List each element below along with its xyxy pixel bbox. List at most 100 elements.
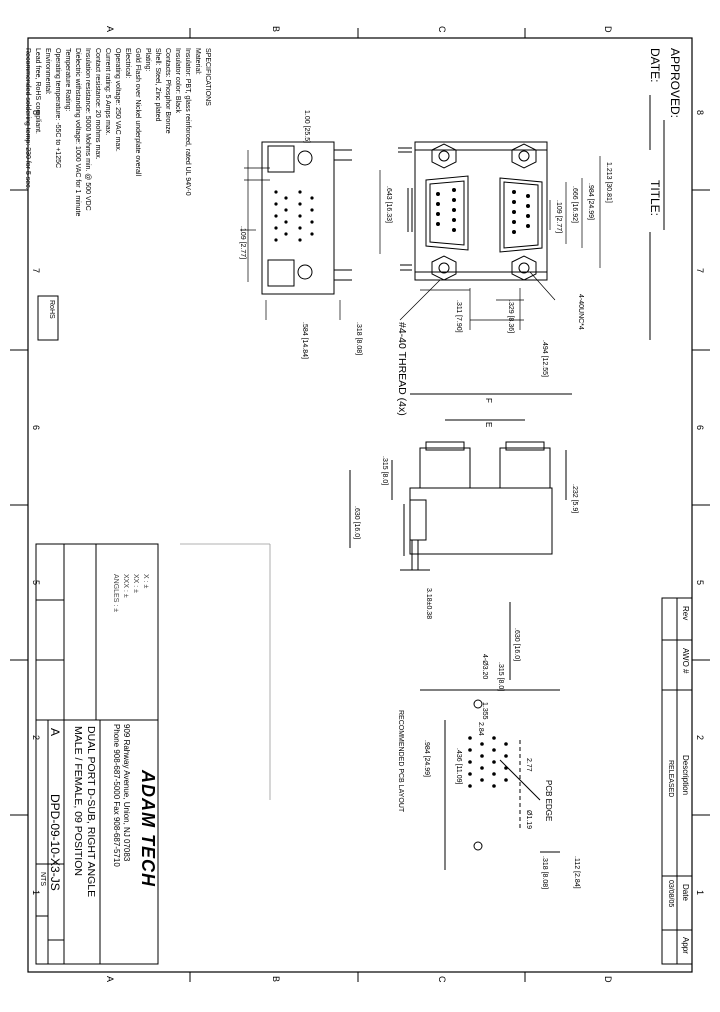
spec-line: Operating voltage: 250 VAC max. — [114, 48, 121, 152]
board-locks — [398, 147, 413, 271]
title-line-2: MALE / FEMALE, 09 POSITION — [72, 726, 84, 876]
zone-c-bottom: C — [437, 976, 447, 983]
spec-heading: SPECIFICATIONS — [204, 48, 211, 106]
zone-a-top: A — [105, 26, 115, 33]
tol-row: X : ± — [142, 574, 149, 589]
part-number: DPD-09-10-X3-JS — [48, 794, 62, 891]
dim-112: .112 [2.84] — [573, 856, 580, 889]
dim-f: F — [484, 398, 493, 403]
zone-1-left: 1 — [31, 890, 41, 896]
dim-584: .584 [14.84] — [301, 322, 308, 359]
dim-277: 2.77 — [525, 758, 532, 772]
zone-8-right: 8 — [695, 110, 705, 116]
spec-line: Contact resistance: 20 mohms max. — [94, 48, 101, 160]
date-header: Date — [681, 884, 690, 901]
dim-109: .109 [2.77] — [555, 200, 562, 234]
spec-line: Insulation resistance: 5000 Mohms min. @… — [84, 48, 91, 211]
spec-line: Plating: — [144, 48, 151, 72]
dim-109b: .109 [2.77] — [239, 226, 246, 260]
spec-line: Operating temperature: -55C to +125C — [54, 48, 61, 169]
dim-666: .666 [16.92] — [571, 186, 578, 223]
zone-5-left: 5 — [31, 580, 41, 586]
dim-643: .643 [16.33] — [385, 186, 392, 223]
company-phone: Phone 908-687-5000 Fax 908-687-5710 — [112, 724, 121, 867]
pcb-layout-label: RECOMMENDED PCB LAYOUT — [397, 710, 404, 813]
pcb-holes — [468, 736, 508, 788]
title-line-1: DUAL PORT D-SUB, RIGHT ANGLE — [85, 726, 97, 898]
front-pins — [436, 188, 530, 234]
zone-6-left: 6 — [31, 425, 41, 431]
spec-line: Current rating: 5 Amps max. — [104, 48, 111, 136]
spec-line: Dielectric withstanding voltage: 1000 VA… — [74, 48, 81, 217]
released-cell: RELEASED — [667, 760, 674, 798]
dim-984b: .984 [24.99] — [423, 740, 430, 777]
tol-row: ANGLES : ± — [112, 574, 119, 613]
date-label: DATE: — [648, 48, 662, 83]
specifications-block: SPECIFICATIONS Material: Insulator: PBT,… — [22, 48, 212, 216]
zone-b-bottom: B — [271, 976, 281, 983]
spec-line: Insulator: PBT, glass reinforced, rated … — [184, 48, 191, 196]
spec-line: Shell: Steel, Zinc plated — [154, 48, 161, 122]
rohs-label: RoHS — [48, 300, 55, 319]
dim-318: .318 [8.08] — [355, 322, 362, 356]
dim-e: E — [484, 422, 493, 428]
dim-100: 1.00 [25.5] — [303, 110, 310, 144]
spec-line: Contacts: Phosphor Bronze — [164, 48, 171, 134]
dim-630: .630 [16.0] — [353, 506, 360, 540]
zone-6-right: 6 — [695, 425, 705, 431]
spec-line: Insulator color: Black — [174, 48, 181, 113]
dim-119: Ø1.19 — [525, 810, 532, 830]
dim-630b: .630 [16.0] — [513, 628, 520, 662]
dim-984: .984 [24.99] — [587, 183, 594, 220]
pcb-edge-label: PCB EDGE — [544, 780, 553, 822]
spec-line: Environmental: — [44, 48, 51, 95]
pcb-layout — [420, 602, 560, 870]
dim-4-320: 4-Ø3.20 — [481, 654, 488, 680]
zone-a-bottom: A — [105, 976, 115, 983]
description-header: Description — [681, 755, 690, 796]
revision-table — [661, 597, 693, 965]
thread-note: #4-40 THREAD (4x) — [396, 322, 408, 416]
dim-318x: 3.18±0.38 — [425, 588, 432, 620]
tolerance-matrix — [180, 543, 271, 800]
title-block-frame — [35, 543, 159, 965]
dim-1213: 1.213 [30.81] — [605, 162, 612, 203]
spec-line: Temperature Rating: — [64, 48, 71, 112]
zone-d-bottom: D — [603, 976, 613, 983]
company-address: 909 Rahway Avenue, Union, NJ 07083 — [122, 724, 131, 862]
dim-494: .494 [12.55] — [541, 340, 548, 377]
dim-1355: 1.355 — [481, 702, 488, 720]
tol-row: XX : ± — [132, 574, 139, 594]
approval-lines — [649, 95, 665, 340]
spec-line: Recommended soldering temp: 230 for 5 se… — [24, 48, 31, 190]
rev-header: Rev — [681, 606, 690, 621]
zone-2-right: 2 — [695, 735, 705, 741]
dim-329: .329 [8.36] — [507, 300, 514, 334]
zone-7-right: 7 — [695, 268, 705, 274]
front-dimensions — [379, 156, 601, 330]
zone-2-left: 2 — [31, 735, 41, 741]
dim-284: 2.84 — [477, 722, 484, 736]
top-pins — [274, 190, 314, 242]
top-dimensions — [240, 150, 341, 320]
tolerance-table: X : ± XX : ± XXX : ± ANGLES : ± — [110, 574, 150, 612]
zone-d-top: D — [603, 26, 613, 33]
front-view — [414, 141, 548, 281]
top-view — [261, 141, 352, 295]
tol-row: XXX : ± — [122, 574, 129, 598]
sheet-size: A — [48, 728, 62, 737]
appr-header: Appr — [681, 937, 690, 954]
dim-311: .311 [7.90] — [455, 300, 462, 333]
approved-label: APPROVED: — [668, 48, 682, 119]
scale-value: NTS — [39, 872, 46, 886]
side-view — [349, 393, 572, 571]
title-label: TITLE: — [648, 180, 662, 217]
dim-232: .232 [5.9] — [571, 484, 578, 514]
zone-5-right: 5 — [695, 580, 705, 586]
zone-1-right: 1 — [695, 890, 705, 896]
spec-line: Material: — [194, 48, 201, 75]
rohs-box — [37, 295, 59, 341]
zone-b-top: B — [271, 26, 281, 33]
